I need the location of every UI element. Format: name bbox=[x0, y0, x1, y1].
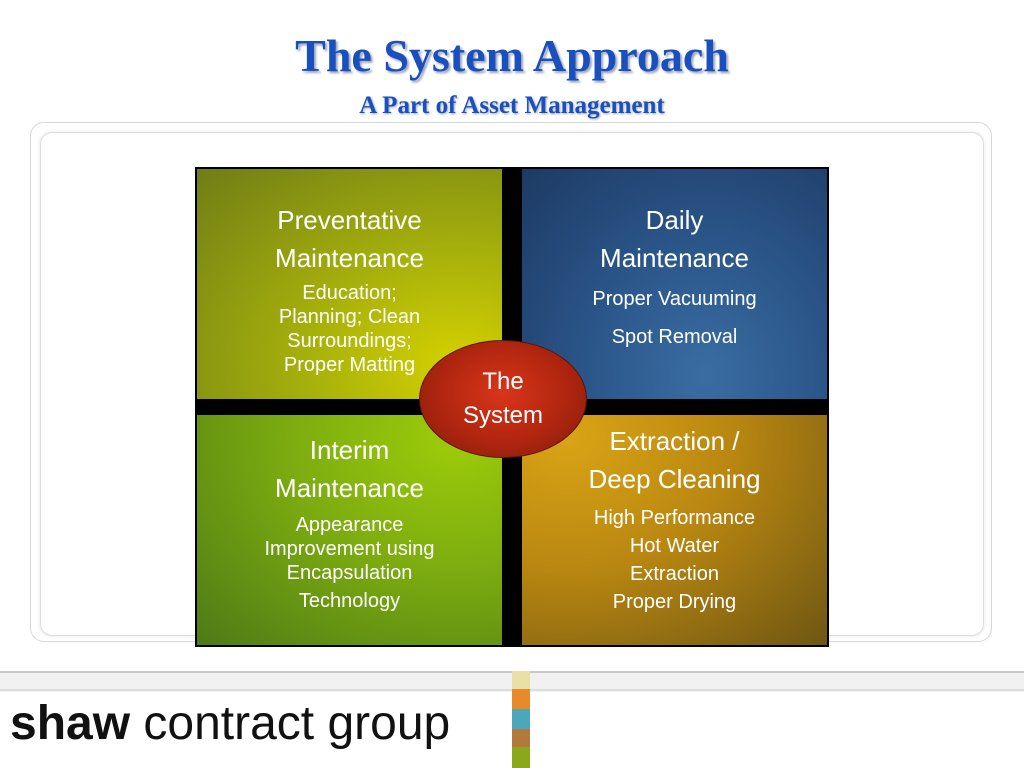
logo-color-swatch bbox=[512, 709, 530, 729]
quadrant-body-line: Improvement using bbox=[264, 538, 435, 560]
logo-wordmark-rest: contract group bbox=[130, 697, 451, 750]
quadrant-body-line: Appearance bbox=[295, 514, 404, 536]
logo-color-swatch bbox=[512, 671, 530, 689]
quadrant-heading-line: Extraction / bbox=[609, 426, 740, 456]
quadrant-body-line: Technology bbox=[298, 590, 401, 612]
quadrant-body-line: Proper Drying bbox=[612, 591, 737, 613]
quadrant-interim-maintenance: Interim Maintenance Appearance Improveme… bbox=[197, 415, 502, 645]
logo-color-swatch bbox=[512, 689, 530, 709]
center-the-system-oval: The System bbox=[419, 340, 587, 458]
quadrant-heading-line: Maintenance bbox=[600, 243, 749, 273]
quadrant-body-line: Spot Removal bbox=[611, 326, 738, 348]
quadrant-heading-line: Deep Cleaning bbox=[588, 464, 761, 494]
quadrant-heading-line: Maintenance bbox=[275, 243, 424, 273]
quadrant-body-line: Proper Vacuuming bbox=[592, 288, 757, 310]
slide-subtitle: A Part of Asset Management bbox=[359, 92, 665, 119]
quadrant-body-line: Hot Water bbox=[629, 535, 720, 557]
slide-title: The System Approach bbox=[295, 30, 729, 81]
quadrant-body-line: High Performance bbox=[593, 507, 756, 529]
quadrant-heading-line: Interim bbox=[309, 435, 390, 465]
logo-wordmark-bold: shaw bbox=[10, 697, 131, 750]
quadrant-body-line: Surroundings; bbox=[287, 330, 412, 352]
quadrant-heading-line: Preventative bbox=[277, 205, 422, 235]
quadrant-daily-maintenance: Daily Maintenance Proper Vacuuming Spot … bbox=[522, 169, 827, 399]
shaw-contract-group-logo: shaw contract group bbox=[10, 694, 450, 754]
logo-color-swatch bbox=[512, 747, 530, 768]
quadrant-heading-line: Daily bbox=[645, 205, 704, 235]
logo-color-swatch bbox=[512, 729, 530, 747]
quadrant-body-line: Planning; Clean bbox=[278, 306, 421, 328]
quadrant-body-line: Encapsulation bbox=[286, 562, 413, 584]
quadrant-extraction-deep-cleaning: Extraction / Deep Cleaning High Performa… bbox=[522, 415, 827, 645]
quadrant-body-line: Education; bbox=[302, 282, 397, 304]
quadrant-body-line: Proper Matting bbox=[283, 354, 416, 376]
quadrant-heading-line: Maintenance bbox=[275, 473, 424, 503]
quadrant-body-line: Extraction bbox=[630, 563, 719, 585]
center-label-line: The bbox=[482, 368, 524, 395]
center-label-line: System bbox=[462, 402, 543, 429]
